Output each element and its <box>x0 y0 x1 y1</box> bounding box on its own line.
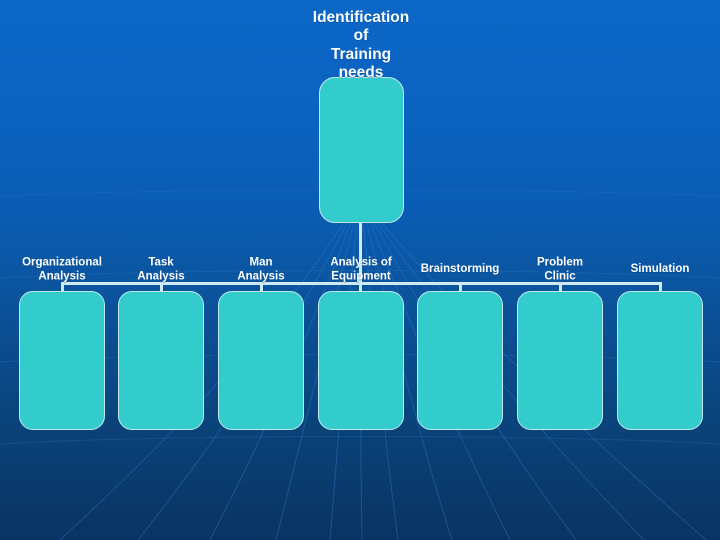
node-root-label: Identification of Training needs <box>313 9 409 82</box>
node-root-line-3: Training <box>330 45 392 63</box>
node-problem-clinic-label: Problem Clinic <box>537 256 583 283</box>
node-problem-clinic-line-2: Clinic <box>544 270 576 282</box>
node-root-line-4: needs <box>338 63 384 81</box>
node-man-analysis-line-2: Analysis <box>237 270 285 282</box>
connector-root-to-bus <box>359 222 362 284</box>
connector-drop-analysis-of-equipment <box>359 282 362 293</box>
node-analysis-of-equipment[interactable] <box>318 291 404 430</box>
node-simulation-label: Simulation <box>631 263 690 277</box>
node-brainstorming[interactable] <box>417 291 503 430</box>
node-man-analysis-label: Man Analysis <box>237 256 284 283</box>
node-root-line-2: of <box>353 27 369 45</box>
node-organizational-analysis[interactable] <box>19 291 105 430</box>
connector-drop-man-analysis <box>260 282 263 293</box>
node-analysis-of-equipment-line-2: Equipment <box>331 270 391 282</box>
connector-drop-brainstorming <box>459 282 462 293</box>
connector-drop-organizational-analysis <box>61 282 64 293</box>
node-man-analysis-line-1: Man <box>249 256 273 269</box>
node-root-line-1: Identification <box>312 9 410 26</box>
node-organizational-analysis-line-1: Organizational <box>22 256 102 269</box>
node-analysis-of-equipment-line-1: Analysis of <box>330 256 392 269</box>
node-organizational-analysis-line-2: Analysis <box>38 270 86 282</box>
node-analysis-of-equipment-label: Analysis of Equipment <box>330 256 391 283</box>
node-simulation[interactable] <box>617 291 703 430</box>
node-brainstorming-label: Brainstorming <box>421 263 500 277</box>
node-problem-clinic-line-1: Problem <box>536 256 584 269</box>
node-organizational-analysis-label: Organizational Analysis <box>22 256 102 283</box>
node-brainstorming-line-1: Brainstorming <box>420 263 500 276</box>
node-task-analysis-label: Task Analysis <box>137 256 184 283</box>
connector-drop-task-analysis <box>160 282 163 293</box>
node-identification-of-training-needs[interactable] <box>319 77 404 223</box>
node-task-analysis[interactable] <box>118 291 204 430</box>
node-problem-clinic[interactable] <box>517 291 603 430</box>
node-task-analysis-line-1: Task <box>148 256 174 269</box>
connector-drop-simulation <box>659 282 662 293</box>
node-task-analysis-line-2: Analysis <box>137 270 185 282</box>
node-simulation-line-1: Simulation <box>630 263 690 276</box>
connector-drop-problem-clinic <box>559 282 562 293</box>
node-man-analysis[interactable] <box>218 291 304 430</box>
